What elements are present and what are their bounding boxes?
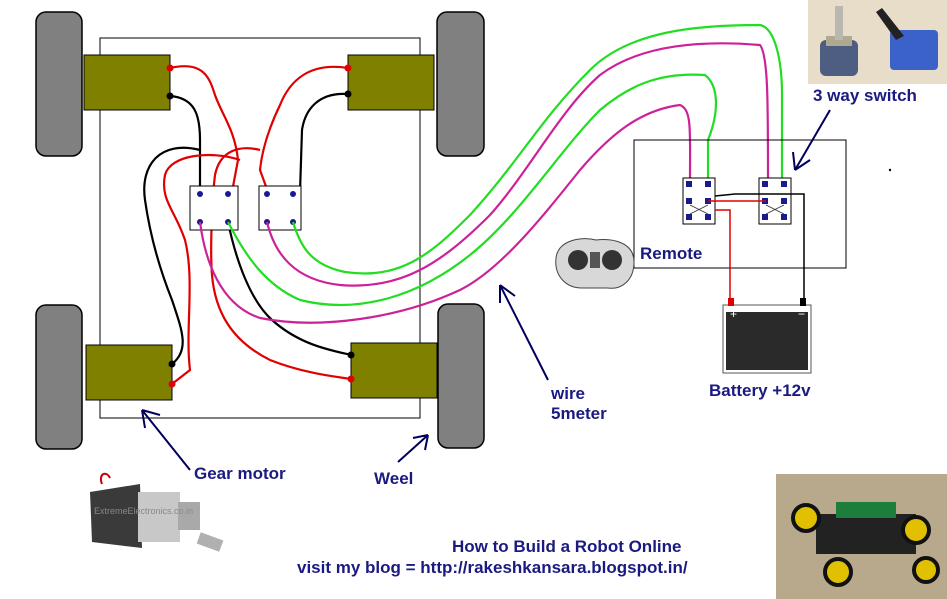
wire-red-rr <box>210 147 352 381</box>
arrow-wheel <box>397 434 429 463</box>
wire-black-rl <box>143 146 201 365</box>
toggle-switch-icon <box>820 6 938 76</box>
label-battery: Battery +12v <box>709 381 811 400</box>
wire-red-fr <box>258 65 349 193</box>
wire-green-1 <box>291 23 784 275</box>
remote-switch-blocks <box>682 177 792 225</box>
battery-positive: + <box>730 307 737 321</box>
wheel-rear-right <box>437 303 485 449</box>
motor-terminals <box>166 64 355 388</box>
arrow-wire <box>499 284 549 381</box>
motor-rear-right <box>350 342 438 399</box>
remote-internal-wires <box>708 193 805 300</box>
pointer-arrows <box>141 109 831 471</box>
wire-green-2 <box>227 73 718 307</box>
gear-motor-icon: ExtremeElectronics.co.in <box>90 472 224 552</box>
footer-blog-link[interactable]: visit my blog = http://rakeshkansara.blo… <box>297 558 688 577</box>
wire-black-fl <box>169 94 202 192</box>
remote-box <box>633 139 847 269</box>
robot-terminal-blocks <box>189 185 302 231</box>
switch-photo <box>808 0 947 84</box>
motor-front-left <box>83 54 171 111</box>
gear-motor-photo: ExtremeElectronics.co.in <box>80 462 230 566</box>
wheel-front-left <box>35 11 83 157</box>
wire-magenta-1 <box>265 42 770 287</box>
wire-red-loop <box>162 153 241 385</box>
label-wire: wire <box>551 384 586 403</box>
long-wires-5m <box>198 23 784 324</box>
label-3-way-switch: 3 way switch <box>813 86 917 105</box>
wire-red-fl <box>169 65 240 193</box>
arrow-gear-motor <box>141 409 191 471</box>
arrow-switch <box>792 109 831 171</box>
label-wheel: Weel <box>374 469 414 488</box>
wire-magenta-2 <box>198 103 692 324</box>
motor-rear-left <box>85 344 173 401</box>
robot-photo <box>776 474 947 599</box>
motor-photo-watermark: ExtremeElectronics.co.in <box>94 506 193 516</box>
wire-black-fr <box>298 92 349 193</box>
robot-car-icon <box>791 502 940 587</box>
motor-front-right <box>347 54 435 111</box>
label-wire-length: 5meter <box>551 404 607 423</box>
wheel-rear-left <box>35 304 83 450</box>
label-remote: Remote <box>640 244 703 263</box>
label-gear-motor: Gear motor <box>194 464 286 483</box>
wheel-front-right <box>436 11 485 157</box>
remote-control-icon <box>555 238 635 289</box>
footer-title: How to Build a Robot Online <box>452 537 682 556</box>
battery: + − <box>722 298 812 374</box>
wheels <box>35 11 485 450</box>
battery-negative: − <box>798 307 805 321</box>
gear-motors <box>83 54 438 401</box>
remote-photo <box>552 230 638 294</box>
